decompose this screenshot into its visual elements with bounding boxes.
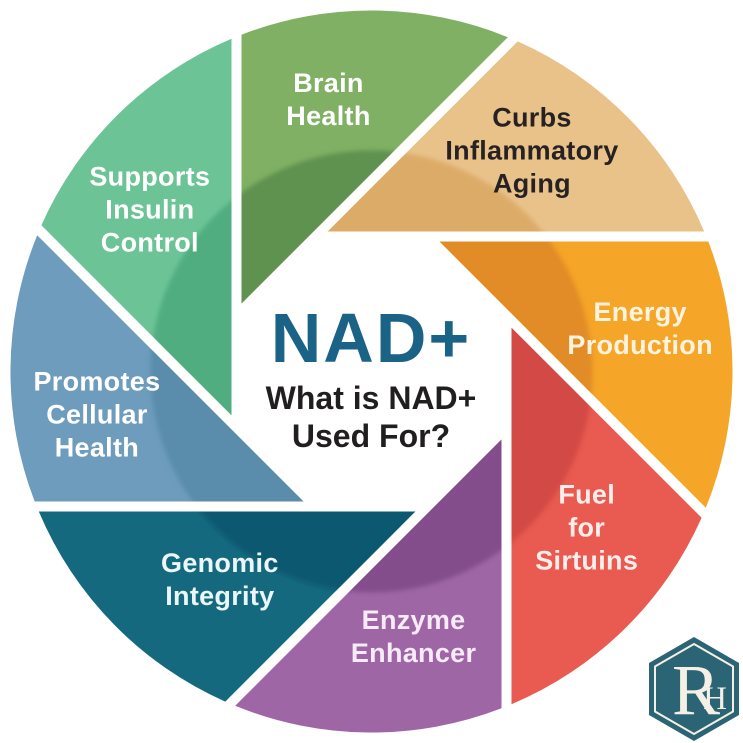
logo-hexagon-inner-border bbox=[654, 642, 734, 736]
segment-label-curbs-inflammatory-aging: Curbs Inflammatory Aging bbox=[445, 102, 619, 199]
wheel-blades bbox=[10, 10, 733, 733]
segment-label-genomic-integrity: Genomic Integrity bbox=[161, 548, 279, 612]
segment-label-enzyme-enhancer: Enzyme Enhancer bbox=[350, 605, 477, 669]
segment-label-energy-production: Energy Production bbox=[567, 297, 713, 360]
subtitle: What is NAD+ Used For? bbox=[265, 379, 477, 454]
segment-label-supports-insulin-control: Supports Insulin Control bbox=[89, 162, 211, 258]
main-title: NAD+ bbox=[270, 298, 472, 377]
logo-letter-r: R bbox=[672, 650, 720, 730]
logo-letter-h: H bbox=[703, 681, 727, 717]
brand-logo: H R bbox=[649, 637, 739, 741]
segment-label-fuel-for-sirtuins: Fuel for Sirtuins bbox=[535, 479, 639, 576]
segment-label-brain-health: Brain Health bbox=[286, 67, 371, 131]
center-title-block: NAD+ What is NAD+ Used For? bbox=[266, 303, 477, 456]
logo-hexagon bbox=[649, 637, 739, 741]
segment-label-promotes-cellular-health: Promotes Cellular Health bbox=[33, 366, 161, 463]
